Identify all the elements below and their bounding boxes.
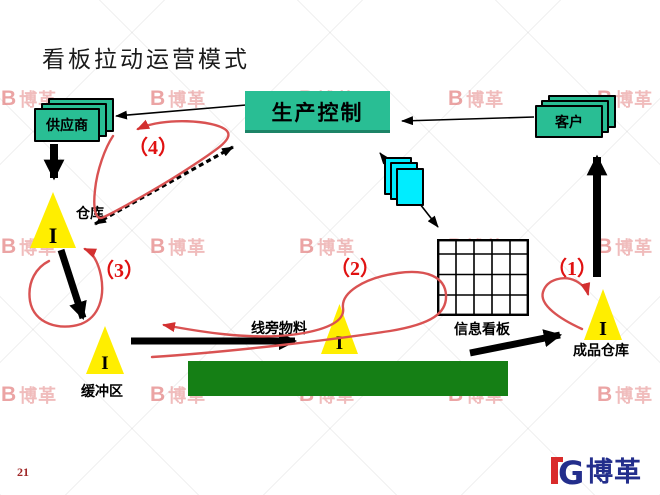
watermark-item: B 博革 xyxy=(597,236,660,260)
supplier-label: 供应商 xyxy=(46,119,88,134)
brand-watermark-icon: B xyxy=(150,87,166,110)
customer-label: 客户 xyxy=(555,115,583,131)
brand-watermark-icon: B xyxy=(1,383,17,406)
brand-watermark-text: 博革 xyxy=(168,238,207,258)
brand-watermark-text: 博革 xyxy=(168,90,207,110)
brand-logo-text: 博革 xyxy=(586,457,642,487)
watermark-item: B 博革 xyxy=(299,236,448,260)
finished-goods-label: 成品仓库 xyxy=(573,344,629,359)
watermark-layer: B 博革 B 博革 B 博革 B 博革 B 博革 B 博革 B 博革 B 博革 … xyxy=(1,88,660,495)
brand-watermark-text: 博革 xyxy=(466,90,505,110)
production-line-bar xyxy=(188,361,508,396)
brand-watermark-icon: B xyxy=(448,87,464,110)
inventory-symbol: I xyxy=(48,223,58,248)
buffer-zone-label: 缓冲区 xyxy=(81,385,123,400)
watermark-item: B 博革 xyxy=(150,236,299,260)
brand-watermark-icon: B xyxy=(150,383,166,406)
production-control-box: 生产控制 xyxy=(245,91,390,133)
brand-watermark-text: 博革 xyxy=(615,386,654,406)
inventory-symbol: I xyxy=(599,318,607,340)
brand-watermark-icon: B xyxy=(597,235,613,258)
brand-watermark-icon: B xyxy=(597,383,613,406)
brand-watermark-icon: B xyxy=(299,235,315,258)
step2-label: （2） xyxy=(330,258,380,280)
warehouse-label: 仓库 xyxy=(76,207,104,222)
page-number: 21 xyxy=(17,465,29,479)
inventory-symbol: I xyxy=(101,353,109,374)
brand-watermark-icon: B xyxy=(1,87,17,110)
brand-watermark-text: 博革 xyxy=(317,238,356,258)
inventory-symbol: I xyxy=(335,333,344,354)
brand-watermark-text: 博革 xyxy=(19,386,58,406)
step4-label: （4） xyxy=(128,137,178,159)
info-board-label: 信息看板 xyxy=(454,323,510,338)
brand-watermark-text: 博革 xyxy=(615,238,654,258)
step3-label: （3） xyxy=(94,260,144,282)
supplier-card-stack: 供应商 xyxy=(34,98,114,142)
brand-logo: G 博革 xyxy=(549,450,642,489)
svg-text:G: G xyxy=(558,454,583,487)
brand-watermark-text: 博革 xyxy=(615,90,654,110)
customer-card-front: 客户 xyxy=(535,105,603,138)
watermark-item: B 博革 xyxy=(448,88,597,112)
brand-watermark-icon: B xyxy=(1,235,17,258)
watermark-item: B 博革 xyxy=(597,384,660,408)
page-title: 看板拉动运营模式 xyxy=(42,47,250,72)
production-control-label: 生产控制 xyxy=(271,101,364,125)
brand-watermark-icon: B xyxy=(150,235,166,258)
supplier-card-front: 供应商 xyxy=(34,108,100,142)
step1-label: （1） xyxy=(547,258,597,280)
info-board-grid xyxy=(437,239,529,316)
kanban-card-front xyxy=(396,168,424,206)
lineside-material-label: 线旁物料 xyxy=(251,322,307,337)
kanban-card-stack xyxy=(384,157,424,206)
customer-card-stack: 客户 xyxy=(535,95,616,138)
watermark-item: B 博革 xyxy=(1,384,150,408)
brand-logo-icon: G xyxy=(551,454,583,487)
